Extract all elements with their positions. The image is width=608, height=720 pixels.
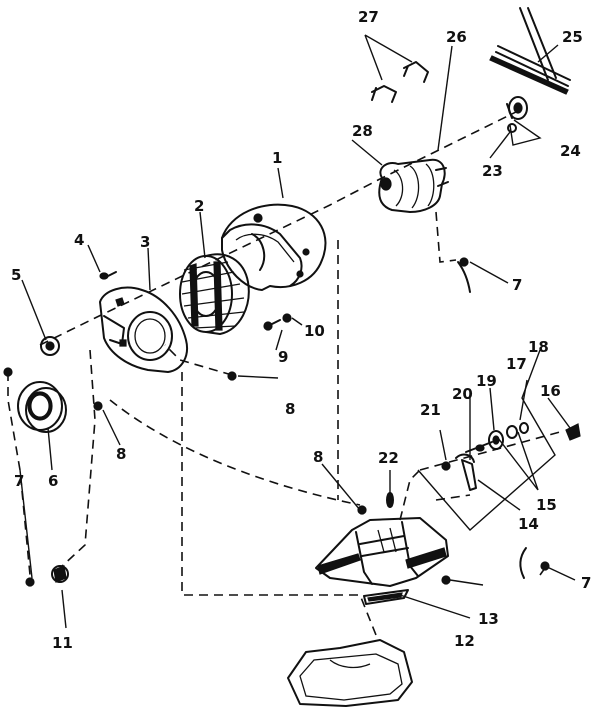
motor xyxy=(378,158,449,213)
callout-numbers: 1 2 3 4 5 6 7 7 7 8 8 8 9 10 11 12 13 14… xyxy=(11,8,591,652)
callout-25: 25 xyxy=(562,28,583,46)
callout-18: 18 xyxy=(528,338,549,356)
callout-24: 24 xyxy=(560,142,581,160)
callout-8-wire: 8 xyxy=(116,445,126,463)
callout-16: 16 xyxy=(540,382,561,400)
seal-ring xyxy=(17,381,67,433)
motor-mount-base xyxy=(315,517,449,587)
callout-28: 28 xyxy=(352,122,373,140)
clip-11 xyxy=(51,565,69,583)
blower-housing xyxy=(221,203,327,291)
idler-shaft-parts xyxy=(465,422,581,453)
callout-15: 15 xyxy=(536,496,557,514)
screw-13 xyxy=(441,575,451,585)
screw-8 xyxy=(93,371,367,515)
callout-4: 4 xyxy=(74,231,84,249)
callout-6: 6 xyxy=(48,472,58,490)
callout-11: 11 xyxy=(52,634,73,652)
callout-7-left: 7 xyxy=(14,472,24,490)
floor-plate xyxy=(287,639,413,707)
mount-bracket xyxy=(363,589,409,605)
callout-8-housing: 8 xyxy=(285,400,295,418)
nut-21 xyxy=(441,461,451,471)
callout-19: 19 xyxy=(476,372,497,390)
motor-clips xyxy=(371,61,429,103)
spring-22 xyxy=(386,492,394,508)
callout-26: 26 xyxy=(446,28,467,46)
callout-22: 22 xyxy=(378,449,399,467)
callout-5: 5 xyxy=(11,266,21,284)
leader-lines xyxy=(19,34,576,629)
screw-9-nut-10 xyxy=(263,313,292,331)
belt xyxy=(489,7,571,95)
callout-7-motor: 7 xyxy=(512,276,522,294)
bearing xyxy=(40,336,60,356)
callout-12: 12 xyxy=(454,632,475,650)
ground-wire xyxy=(457,261,527,579)
callout-27: 27 xyxy=(358,8,379,26)
callout-21: 21 xyxy=(420,401,441,419)
housing-cover xyxy=(99,286,188,373)
callout-13: 13 xyxy=(478,610,499,628)
callout-10: 10 xyxy=(304,322,325,340)
callout-8-base: 8 xyxy=(313,448,323,466)
callout-20: 20 xyxy=(452,385,473,403)
idler-arm xyxy=(455,453,477,491)
screw-7 xyxy=(3,257,550,587)
idler-pulley xyxy=(506,96,528,120)
callout-2: 2 xyxy=(194,197,204,215)
assembly-lines xyxy=(7,109,561,641)
callout-14: 14 xyxy=(518,515,539,533)
callout-17: 17 xyxy=(506,355,527,373)
blower-wheel xyxy=(179,253,250,335)
callout-9: 9 xyxy=(278,348,288,366)
screw-4 xyxy=(99,271,117,280)
callout-23: 23 xyxy=(482,162,503,180)
pulley-washer xyxy=(507,123,517,133)
callout-7-base: 7 xyxy=(581,574,591,592)
callout-1: 1 xyxy=(272,149,282,167)
callout-3: 3 xyxy=(140,233,150,251)
